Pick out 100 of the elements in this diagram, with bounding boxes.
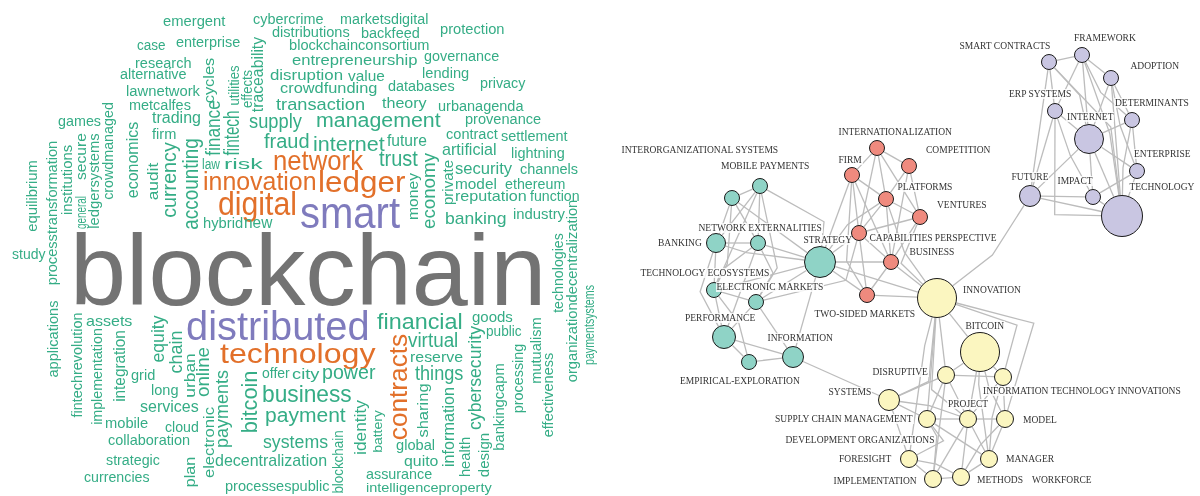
word-cloud-word: business xyxy=(262,382,352,407)
graph-edge xyxy=(929,382,944,412)
graph-edge xyxy=(887,205,927,283)
graph-node-circle xyxy=(980,450,998,468)
word-cloud-word: decentralization xyxy=(215,452,328,470)
graph-edge xyxy=(992,366,998,372)
graph-edge xyxy=(978,371,989,451)
graph-node-circle xyxy=(712,325,736,349)
node-label: INNOVATION xyxy=(962,285,1022,296)
node-label: IMPACT xyxy=(1056,176,1094,187)
node-label: TECHNOLOGY ECOSYSTEMS xyxy=(639,268,771,279)
word-cloud-word: integration xyxy=(111,330,128,402)
graph-node-circle xyxy=(917,278,957,318)
word-cloud-word: backfeed xyxy=(361,25,420,40)
graph-edge xyxy=(900,223,924,285)
word-cloud-word: lending xyxy=(422,65,470,80)
word-cloud-word: long xyxy=(151,382,179,397)
graph-node-circle xyxy=(844,167,860,183)
graph-edge xyxy=(731,344,744,357)
word-cloud-word: security xyxy=(455,160,513,177)
graph-edge xyxy=(880,154,917,211)
node-label: WORKFORCE xyxy=(1031,475,1093,486)
graph-edge xyxy=(952,362,965,371)
node-label: SYSTEMS xyxy=(827,387,873,398)
word-cloud-word: institutions xyxy=(60,144,75,216)
word-cloud-word: firm xyxy=(152,126,177,141)
graph-node-circle xyxy=(996,410,1014,428)
word-cloud-word: case xyxy=(137,37,166,52)
node-label: DETERMINANTS xyxy=(1114,98,1190,109)
word-cloud-word: supply xyxy=(249,111,302,132)
word-cloud-word: offer xyxy=(262,365,290,380)
graph-node-circle xyxy=(1019,185,1041,207)
word-cloud-word: things xyxy=(415,363,464,384)
node-label: VENTURES xyxy=(936,200,988,211)
graph-node-circle xyxy=(900,450,918,468)
graph-node-circle xyxy=(750,235,766,251)
word-cloud-word: fraud xyxy=(264,131,310,152)
word-cloud-word: databases xyxy=(388,78,455,93)
graph-edge xyxy=(955,302,1035,412)
word-cloud-word: disruption xyxy=(270,67,344,83)
graph-node-circle xyxy=(959,410,977,428)
graph-edge xyxy=(725,242,751,244)
word-cloud-word: theory xyxy=(382,95,427,111)
graph-node-circle xyxy=(782,346,804,368)
graph-edge xyxy=(854,181,889,256)
graph-edge xyxy=(898,377,939,397)
node-label: STRATEGY xyxy=(802,235,854,246)
node-label: PERFORMANCE xyxy=(684,313,757,324)
graph-node-circle xyxy=(1103,70,1119,86)
word-cloud-word: plan xyxy=(183,456,198,488)
word-cloud-word: economics xyxy=(125,121,142,199)
graph-edge xyxy=(954,374,995,378)
word-cloud-word: payments xyxy=(213,370,231,448)
graph-edge xyxy=(1040,197,1103,213)
graph-node-circle xyxy=(878,389,900,411)
word-cloud-word: reserve xyxy=(410,349,464,365)
word-cloud-word: blockchain xyxy=(70,230,547,311)
node-label: MOBILE PAYMENTS xyxy=(720,161,811,172)
graph-node-circle xyxy=(1085,189,1101,205)
graph-edge xyxy=(930,317,962,415)
graph-edge xyxy=(852,182,859,226)
word-cloud-word: quito xyxy=(404,453,439,468)
graph-node-circle xyxy=(851,225,867,241)
node-label: DEVELOPMENT ORGANIZATIONS xyxy=(784,435,936,446)
node-label: INTERORGANIZATIONAL SYSTEMS xyxy=(620,145,780,156)
graph-node-circle xyxy=(1124,112,1140,128)
graph-edge xyxy=(1082,62,1089,125)
node-label: EMPIRICAL-EXPLORATION xyxy=(679,376,801,387)
graph-edge xyxy=(1094,152,1115,198)
graph-node-circle xyxy=(804,246,836,278)
graph-edge xyxy=(916,425,945,456)
graph-edge xyxy=(1056,117,1090,191)
graph-edge xyxy=(724,245,805,261)
graph-edge xyxy=(1056,56,1075,61)
graph-node-circle xyxy=(859,287,875,303)
word-cloud-word: finance xyxy=(202,100,223,156)
node-label: SMART CONTRACTS xyxy=(958,41,1052,52)
graph-edge xyxy=(824,181,850,248)
graph-edge xyxy=(859,240,867,288)
node-label: METHODS xyxy=(976,475,1024,486)
graph-node-circle xyxy=(1074,47,1090,63)
graph-edge xyxy=(909,316,933,451)
word-cloud-word: privacy xyxy=(480,75,526,90)
graph-edge xyxy=(877,155,886,192)
node-label: COMPETITION xyxy=(925,145,992,156)
word-cloud-word: blockchainconsortium xyxy=(289,37,430,52)
graph-node-circle xyxy=(952,468,970,486)
word-cloud-word: health xyxy=(458,436,473,478)
graph-edge xyxy=(1084,61,1127,116)
word-cloud-word: collaboration xyxy=(108,432,191,448)
node-label: MANAGER xyxy=(1005,454,1056,465)
word-cloud-word: public xyxy=(486,323,522,338)
word-cloud-word: blockchain xyxy=(331,429,346,494)
graph-edge xyxy=(936,426,965,472)
node-label: BANKING xyxy=(657,238,703,249)
node-label: FRAMEWORK xyxy=(1073,33,1137,44)
word-cloud-word: marketsdigital xyxy=(340,11,429,26)
word-cloud-word: future xyxy=(387,132,427,149)
word-cloud-word: trading xyxy=(152,109,201,126)
node-label: ENTERPRISE xyxy=(1133,149,1192,160)
